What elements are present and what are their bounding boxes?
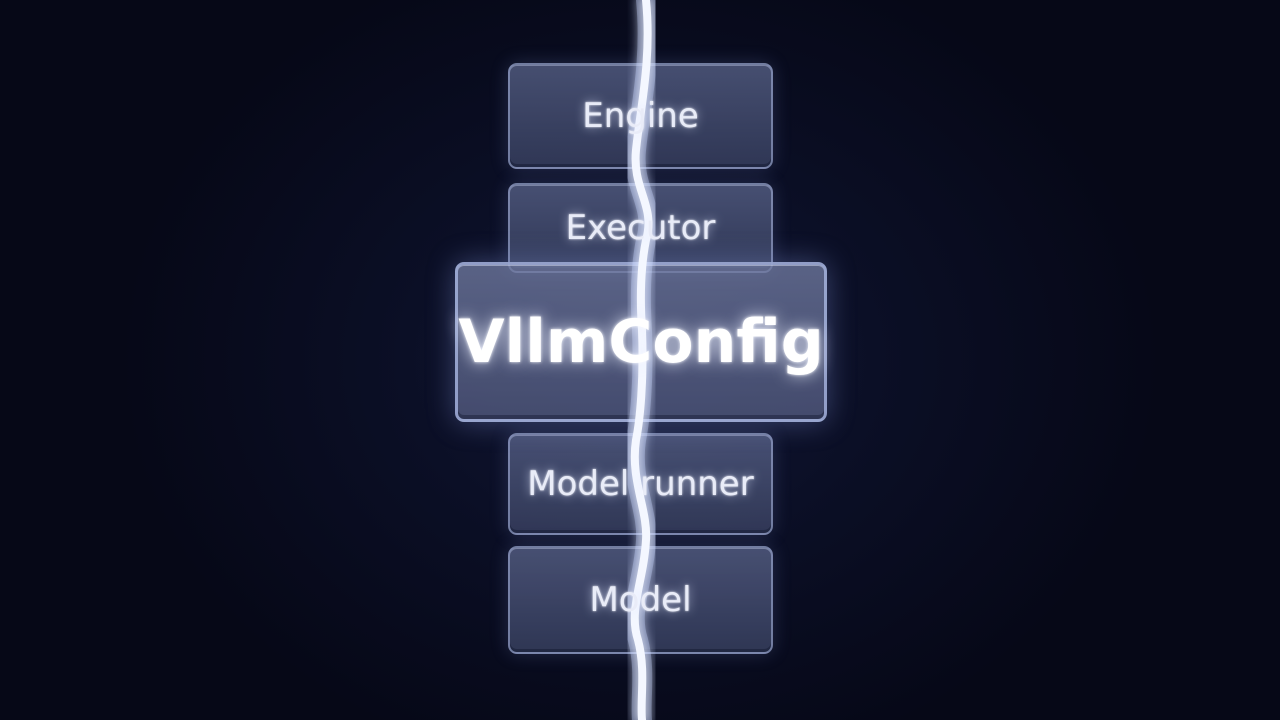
model-block: Model [508,546,773,654]
engine-label: Engine [582,96,699,136]
vllm-config-label: VllmConfig [458,307,824,377]
model-runner-block: Model runner [508,433,773,535]
engine-block: Engine [508,63,773,169]
model-label: Model [589,580,692,620]
executor-label: Executor [565,208,716,248]
vllm-config-block: VllmConfig [455,262,827,422]
model-runner-label: Model runner [527,464,754,504]
executor-block: Executor [508,183,773,273]
